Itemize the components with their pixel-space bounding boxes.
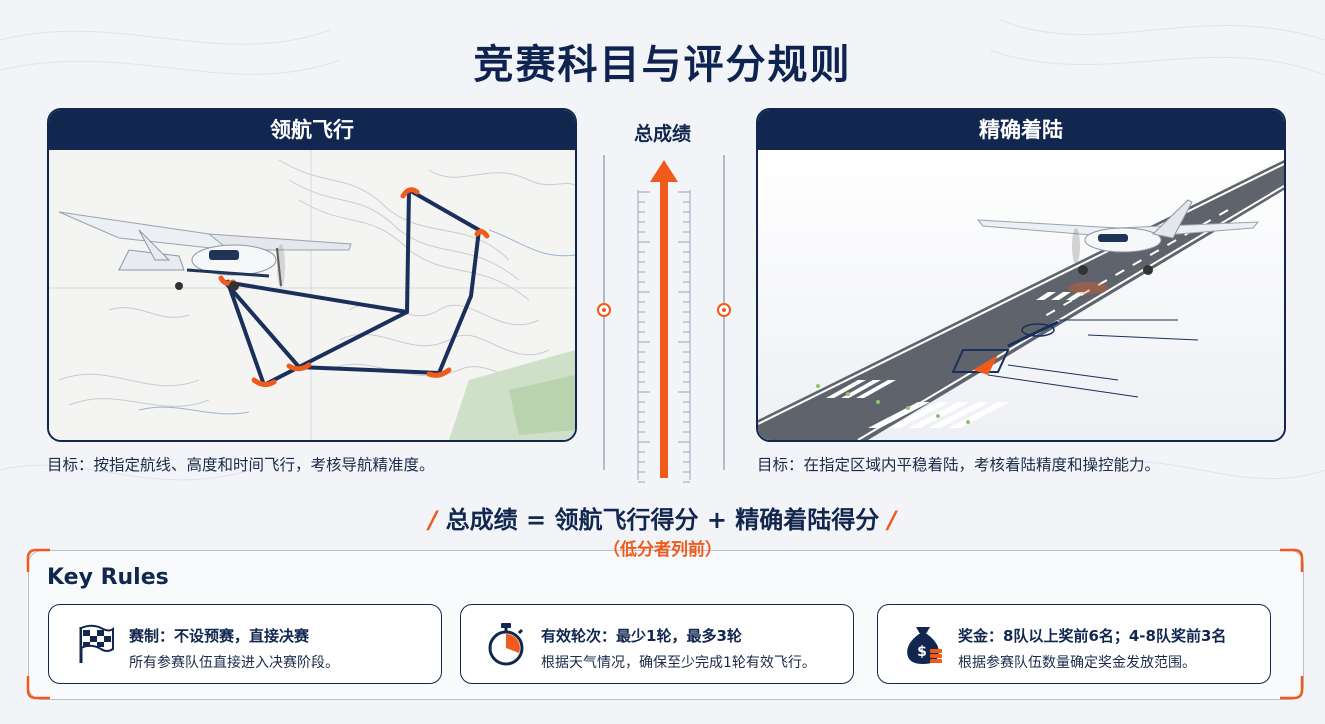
slash-decoration-icon: / bbox=[428, 506, 438, 534]
runway-landing-illustration bbox=[758, 150, 1284, 440]
rule-title: 奖金：8队以上奖前6名；4-8队奖前3名 bbox=[958, 627, 1227, 645]
key-rules-title: Key Rules bbox=[47, 565, 169, 590]
precision-landing-panel: 精确着陆 bbox=[756, 108, 1286, 442]
rule-title: 赛制：不设预赛，直接决赛 bbox=[129, 627, 310, 645]
slash-decoration-icon: / bbox=[887, 506, 897, 534]
rule-title: 有效轮次：最少1轮，最多3轮 bbox=[541, 627, 742, 645]
rule-description: 所有参赛队伍直接进入决赛阶段。 bbox=[129, 655, 339, 671]
navigation-map-illustration bbox=[49, 150, 575, 440]
navigation-flight-goal: 目标：按指定航线、高度和时间飞行，考核导航精准度。 bbox=[47, 456, 435, 474]
rule-card-format: 赛制：不设预赛，直接决赛 所有参赛队伍直接进入决赛阶段。 bbox=[48, 604, 442, 684]
navigation-flight-title: 领航飞行 bbox=[49, 110, 575, 150]
checkered-flag-icon bbox=[79, 624, 114, 663]
total-score-label: 总成绩 bbox=[633, 123, 691, 145]
corner-accent-icon bbox=[1280, 548, 1304, 572]
rule-card-rounds: 有效轮次：最少1轮，最多3轮 根据天气情况，确保至少完成1轮有效飞行。 bbox=[460, 604, 854, 684]
total-score-formula: / 总成绩 = 领航飞行得分 + 精确着陆得分 / bbox=[0, 500, 1325, 535]
money-bag-icon: $ bbox=[907, 627, 942, 664]
page-title: 竞赛科目与评分规则 bbox=[473, 42, 852, 88]
rule-description: 根据参赛队伍数量确定奖金发放范围。 bbox=[958, 655, 1196, 671]
corner-accent-icon bbox=[26, 676, 50, 700]
formula-text: 总成绩 = 领航飞行得分 + 精确着陆得分 bbox=[445, 506, 880, 534]
svg-text:$: $ bbox=[917, 644, 927, 660]
navigation-flight-panel: 领航飞行 bbox=[47, 108, 577, 442]
rule-card-prize: $ 奖金：8队以上奖前6名；4-8队奖前3名 根据参赛队伍数量确定奖金发放范围。 bbox=[877, 604, 1271, 684]
stopwatch-icon bbox=[488, 623, 524, 666]
total-score-gauge bbox=[597, 155, 731, 483]
corner-accent-icon bbox=[26, 548, 50, 572]
precision-landing-goal: 目标：在指定区域内平稳着陆，考核着陆精度和操控能力。 bbox=[757, 456, 1161, 474]
precision-landing-title: 精确着陆 bbox=[758, 110, 1284, 150]
formula-note: （低分者列前） bbox=[603, 540, 722, 560]
corner-accent-icon bbox=[1280, 676, 1304, 700]
rule-description: 根据天气情况，确保至少完成1轮有效飞行。 bbox=[541, 655, 816, 671]
